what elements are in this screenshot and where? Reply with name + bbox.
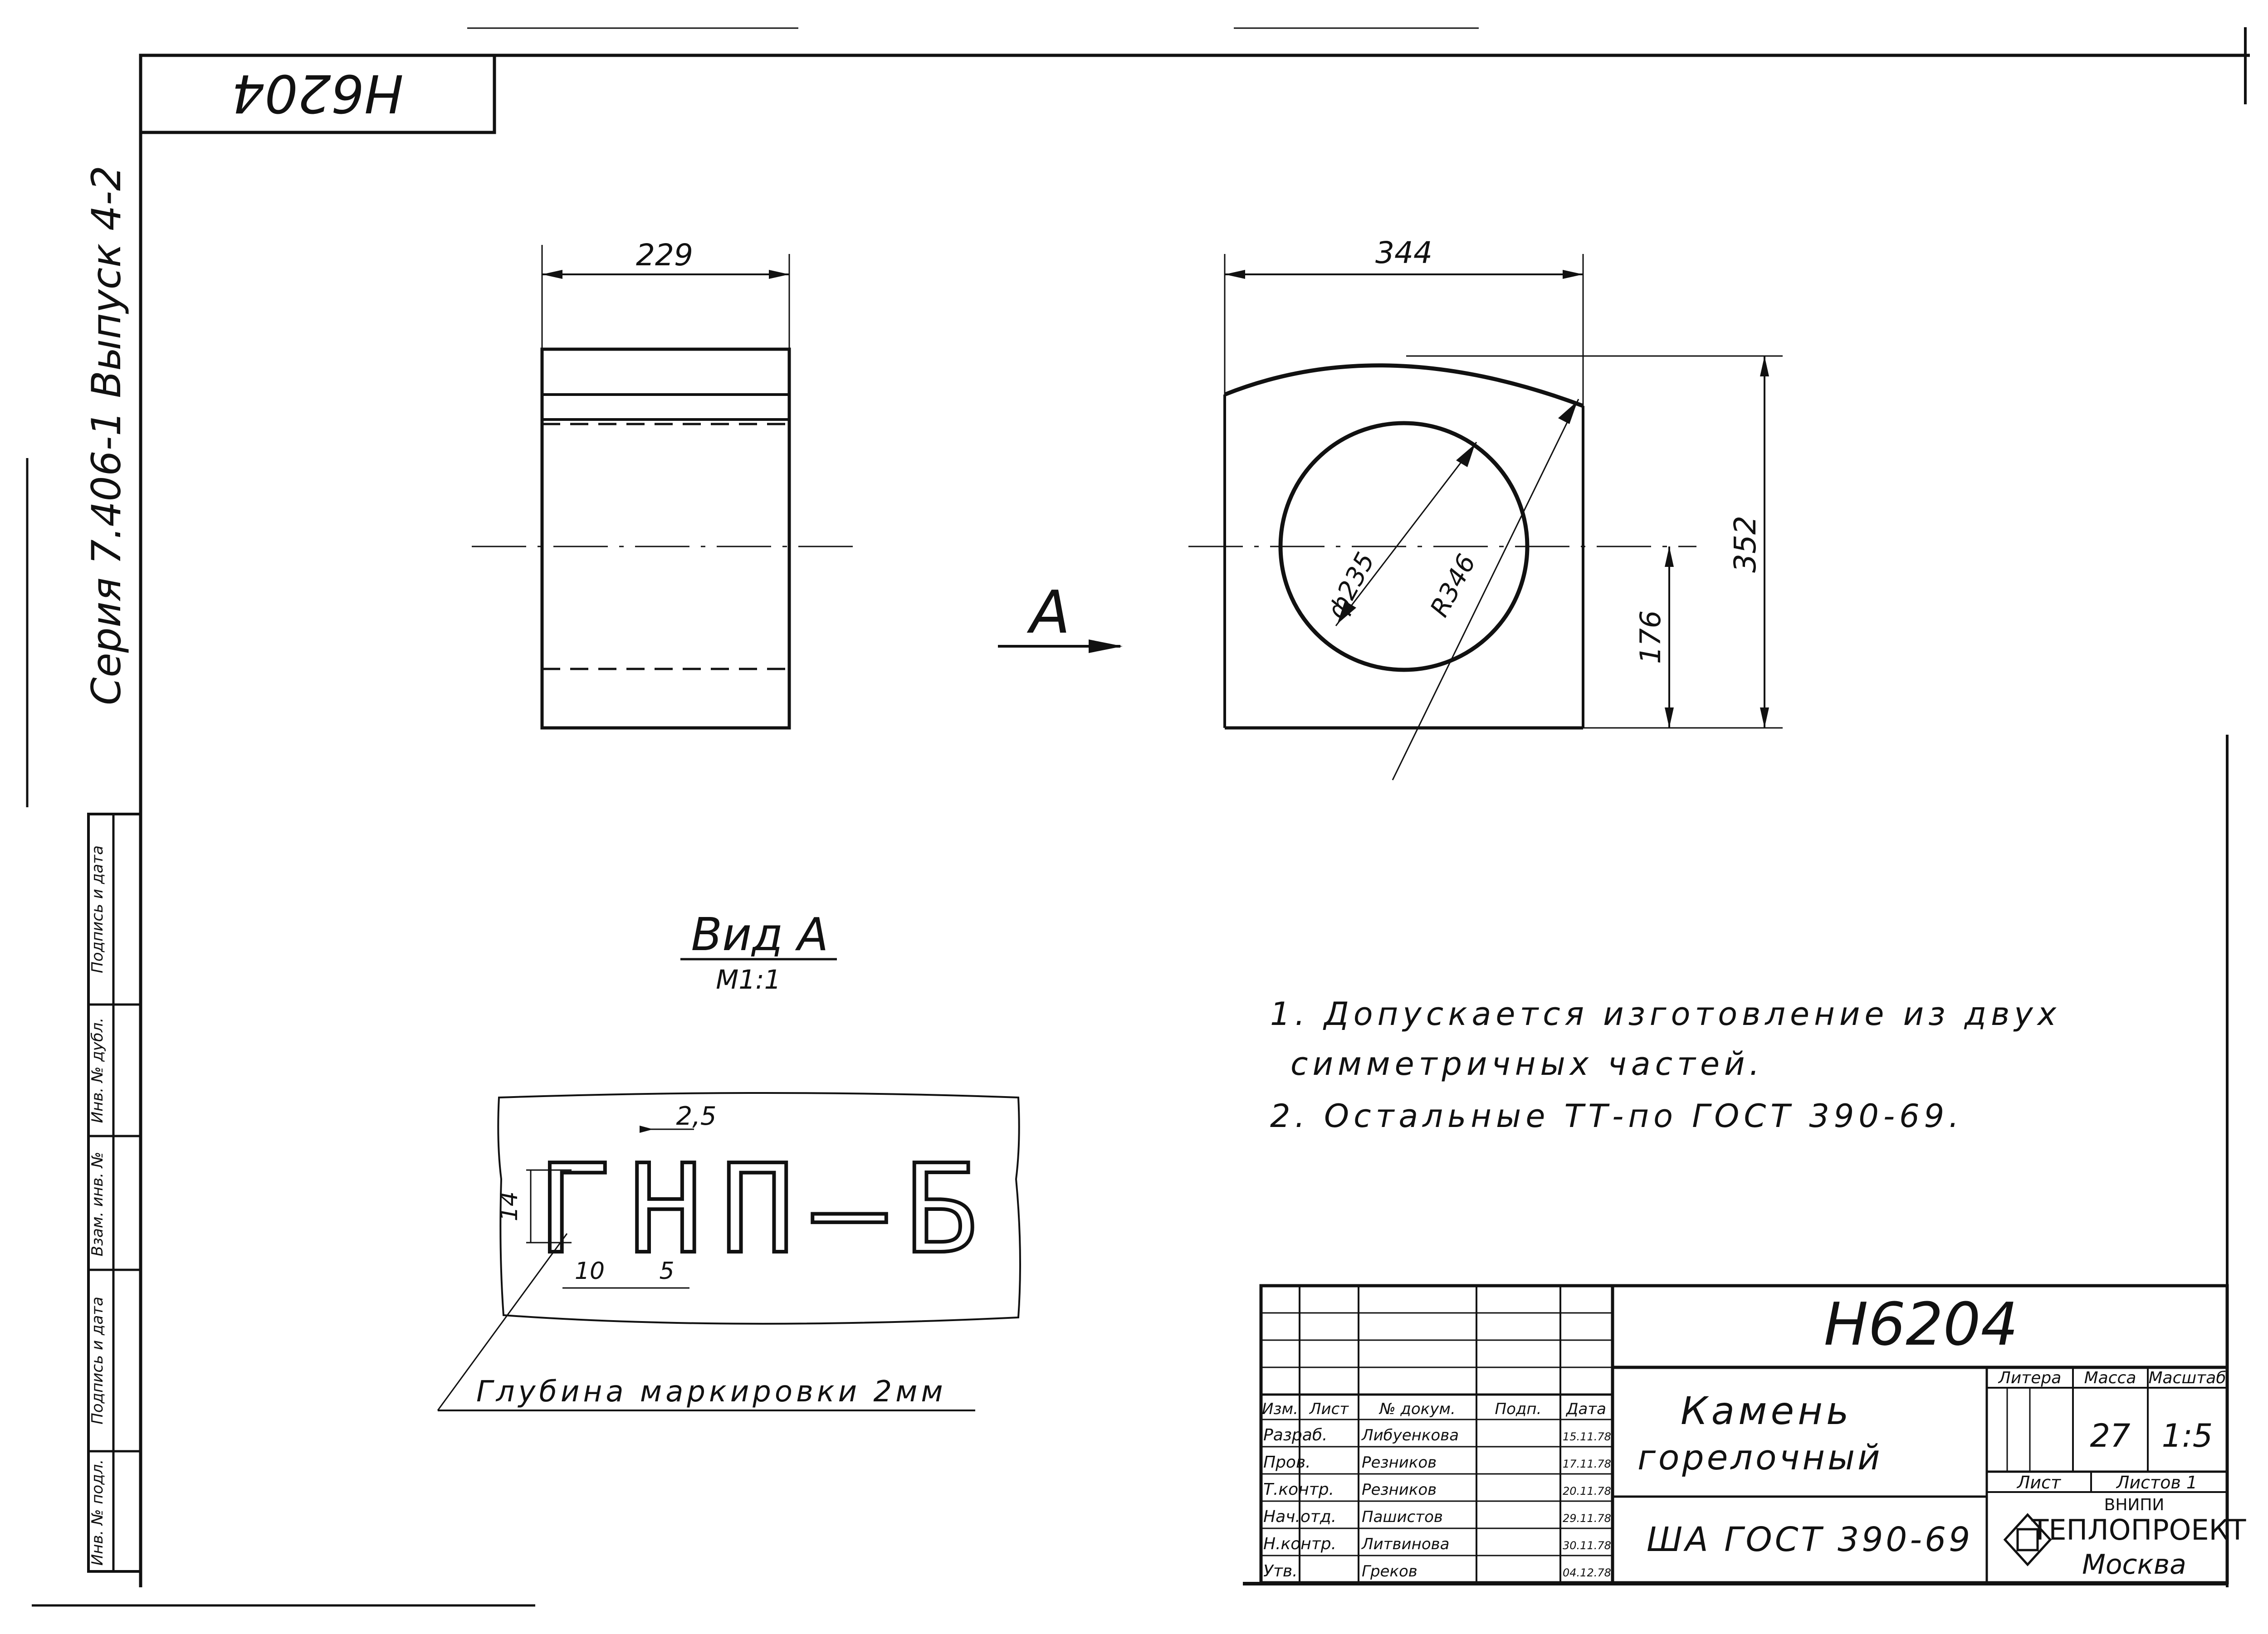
tb-name: Резников — [1362, 1481, 1437, 1499]
view-a-scale: М1:1 — [716, 964, 781, 995]
tb-name: Либуенкова — [1361, 1426, 1459, 1444]
tb-role: Пров. — [1263, 1453, 1311, 1472]
tb-name: Пашистов — [1362, 1508, 1443, 1526]
marking-dim-w1: 10 — [575, 1258, 605, 1285]
note-line: симметричных частей. — [1290, 1045, 1764, 1083]
org-line1: ВНИПИ — [2104, 1496, 2165, 1514]
drawing-number: Н6204 — [1824, 1290, 2019, 1359]
tb-name: Литвинова — [1361, 1535, 1450, 1553]
view-arrow-label: А — [1027, 578, 1070, 647]
notes: 1. Допускается изготовление из двух симм… — [1270, 995, 2061, 1135]
note-line: 1. Допускается изготовление из двух — [1270, 995, 2061, 1033]
strip-label: Взам. инв. № — [88, 1152, 107, 1257]
height-dim: 352 — [1728, 516, 1763, 573]
tb-row: Н.контр. Литвинова 30.11.78 — [1263, 1535, 1611, 1553]
marking-depth-note: Глубина маркировки 2мм — [476, 1375, 947, 1409]
note-line: 2. Остальные ТТ-по ГОСТ 390-69. — [1270, 1097, 1963, 1135]
tb-header: Лист — [1309, 1400, 1349, 1418]
tb-role: Н.контр. — [1263, 1535, 1336, 1553]
half-height-dim: 176 — [1634, 610, 1667, 664]
tb-role: Утв. — [1263, 1562, 1298, 1580]
series-side-label: Серия 7.406-1 Выпуск 4-2 — [83, 166, 130, 705]
tb-date: 29.11.78 — [1563, 1512, 1611, 1525]
tb-row: Нач.отд. Пашистов 29.11.78 — [1263, 1507, 1611, 1526]
tb-date: 17.11.78 — [1563, 1458, 1611, 1470]
tb-row: Утв. Греков 04.12.78 — [1263, 1562, 1611, 1580]
tb-row: Разраб. Либуенкова 15.11.78 — [1263, 1426, 1611, 1444]
product-name-line1: Камень — [1681, 1389, 1853, 1433]
side-width-dim: 344 — [1375, 235, 1432, 270]
tb-date: 04.12.78 — [1563, 1566, 1611, 1579]
strip-label: Инв. № дубл. — [88, 1018, 107, 1123]
standard-code: ША ГОСТ 390-69 — [1647, 1520, 1973, 1559]
strip-label: Инв. № подл. — [88, 1459, 107, 1566]
tb-role: Т.контр. — [1263, 1480, 1334, 1499]
sheet-label: Лист — [2016, 1473, 2062, 1493]
scale-value: 1:5 — [2162, 1417, 2213, 1454]
front-width-dim: 229 — [636, 238, 693, 273]
tb-date: 20.11.78 — [1563, 1485, 1611, 1497]
code-stamp-text: Н6204 — [231, 63, 403, 123]
tb-date: 30.11.78 — [1563, 1539, 1611, 1552]
marking-dim-w2: 5 — [659, 1258, 674, 1285]
left-strip: Инв. № подл. Подпись и дата Взам. инв. №… — [87, 813, 142, 1573]
tb-header: Дата — [1565, 1400, 1606, 1418]
org-line3: Москва — [2082, 1549, 2186, 1580]
code-stamp: Н6204 — [139, 54, 496, 134]
view-a-title: Вид А — [691, 908, 829, 961]
front-view: 229 — [472, 238, 857, 730]
side-view: ф235 R346 344 352 176 — [1188, 235, 1783, 780]
mass-value: 27 — [2090, 1417, 2130, 1454]
sheets-label: Листов 1 — [2116, 1473, 2197, 1493]
radius-dim: R346 — [1425, 550, 1482, 622]
tb-header: № докум. — [1378, 1400, 1456, 1418]
tb-row: Пров. Резников 17.11.78 — [1263, 1453, 1611, 1472]
litera-label: Литера — [1998, 1369, 2062, 1387]
tb-date: 15.11.78 — [1563, 1430, 1611, 1443]
product-name-line2: горелочный — [1637, 1437, 1883, 1478]
marking-text: ГНП–Б — [537, 1138, 997, 1281]
title-block: Изм. Лист № докум. Подп. Дата Разраб. Ли… — [1259, 1284, 2247, 1585]
diameter-dim: ф235 — [1322, 548, 1381, 624]
mass-label: Масса — [2084, 1369, 2136, 1387]
scale-label: Масштаб — [2148, 1369, 2226, 1387]
marking-dim-top: 2,5 — [676, 1102, 716, 1131]
tb-name: Резников — [1362, 1454, 1437, 1472]
tb-role: Разраб. — [1263, 1426, 1327, 1444]
tb-name: Греков — [1362, 1562, 1418, 1580]
tb-header: Подп. — [1495, 1400, 1542, 1418]
strip-label: Подпись и дата — [88, 1297, 107, 1424]
view-arrow: А — [998, 578, 1123, 653]
tb-role: Нач.отд. — [1263, 1507, 1336, 1526]
marking-dim-height: 14 — [496, 1191, 523, 1221]
strip-label: Подпись и дата — [88, 845, 107, 973]
org-logo-icon — [2003, 1513, 2052, 1566]
tb-header: Изм. — [1262, 1400, 1298, 1418]
org-line2: ТЕПЛОПРОЕКТ — [2031, 1513, 2247, 1546]
tb-row: Т.контр. Резников 20.11.78 — [1263, 1480, 1611, 1499]
view-a: Вид А М1:1 ГНП–Б 2,5 14 10 5 Глубина мар… — [437, 908, 1021, 1411]
